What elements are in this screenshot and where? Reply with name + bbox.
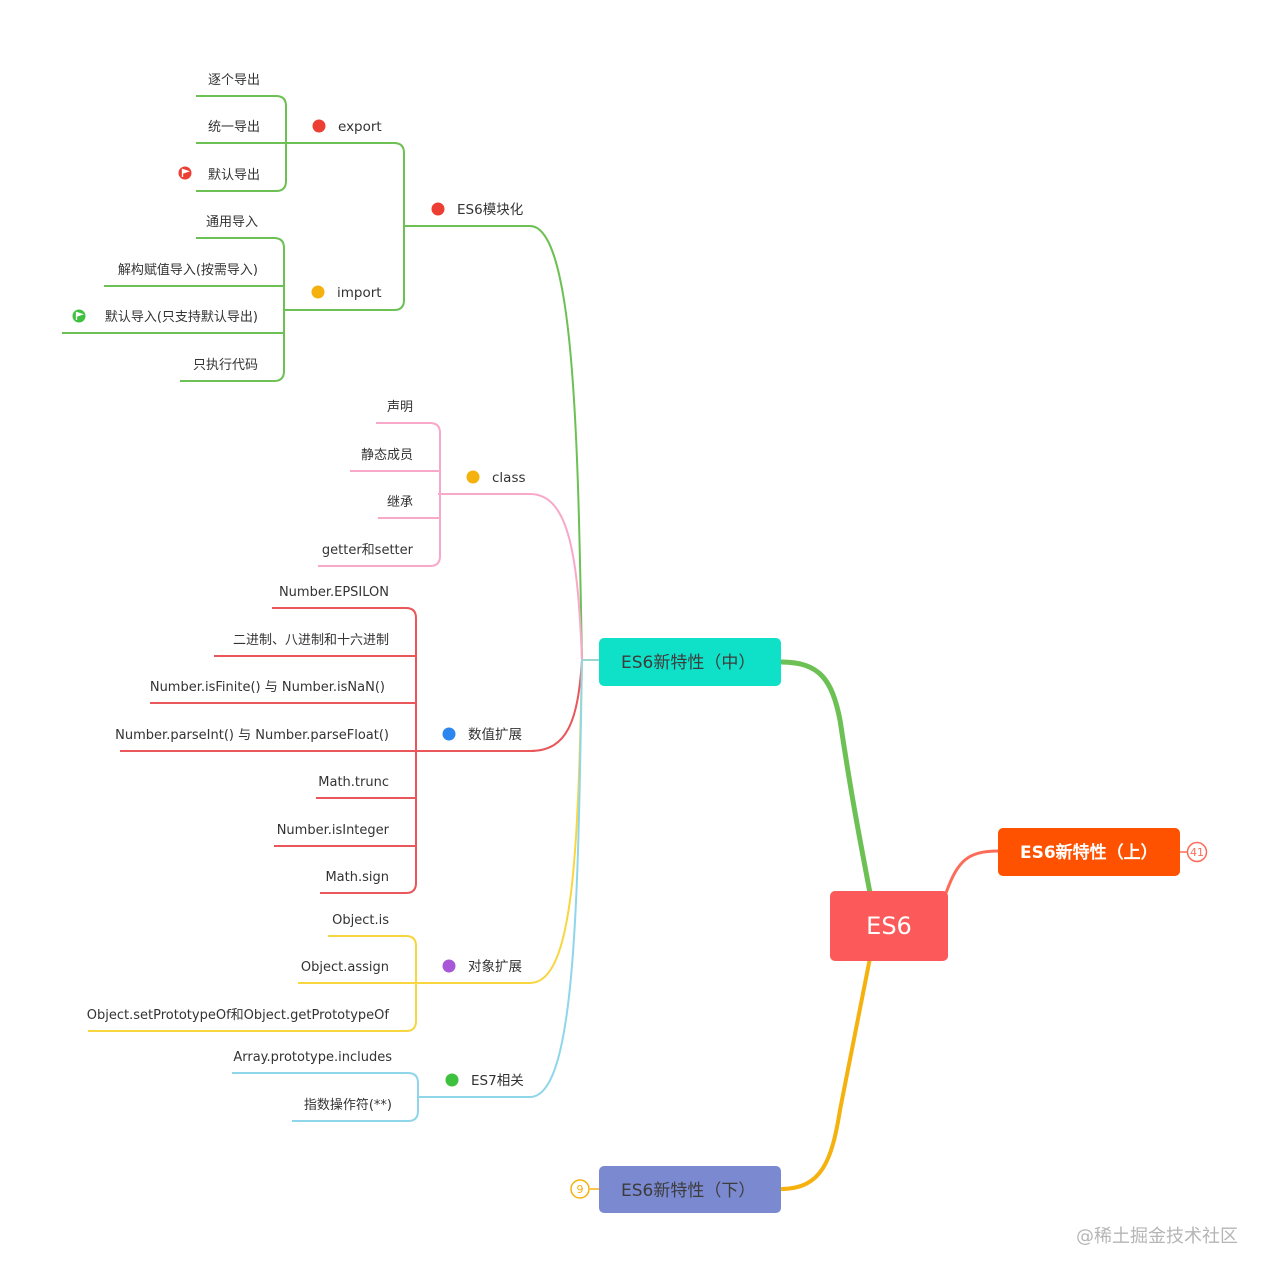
leaf-import-1[interactable]: 通用导入 <box>206 215 258 230</box>
root-node[interactable]: ES6 <box>830 891 948 961</box>
branch-number[interactable]: 数值扩展 <box>442 727 523 743</box>
leaf-object-1[interactable]: Object.is <box>332 913 389 928</box>
connector-middle-es7 <box>418 659 583 1098</box>
leaf-export-3[interactable]: 默认导出 <box>208 167 260 183</box>
connector-es7-group <box>232 1072 419 1122</box>
priority-dot-icon <box>466 470 480 484</box>
leaf-number-6[interactable]: Number.isInteger <box>277 823 390 838</box>
priority-dot-icon <box>312 119 326 133</box>
connector-import-group <box>180 237 285 382</box>
node-es6-middle[interactable]: ES6新特性（中） <box>599 638 781 686</box>
connector-middle-class <box>438 493 583 661</box>
leaf-number-7[interactable]: Math.sign <box>325 870 389 885</box>
branch-class[interactable]: class <box>466 470 526 486</box>
branch-es7-label: ES7相关 <box>471 1073 524 1089</box>
leaf-import-3[interactable]: 默认导入(只支持默认导出) <box>105 309 258 325</box>
leaf-object-3[interactable]: Object.setPrototypeOf和Object.getPrototyp… <box>87 1008 390 1023</box>
branch-es7[interactable]: ES7相关 <box>445 1073 524 1089</box>
node-es6-bottom-label: ES6新特性（下） <box>621 1181 755 1201</box>
node-es6-top-label: ES6新特性（上） <box>1020 842 1158 863</box>
leaf-class-2[interactable]: 静态成员 <box>361 448 413 463</box>
collapse-badge-bottom-count: 9 <box>577 1183 584 1196</box>
branch-import-label: import <box>337 285 382 301</box>
collapse-badge-bottom[interactable]: 9 <box>570 1179 590 1199</box>
red-flag-icon <box>178 166 192 180</box>
connector-middle-object <box>414 659 583 984</box>
branch-import[interactable]: import <box>311 285 382 301</box>
leaf-object-2[interactable]: Object.assign <box>301 960 389 975</box>
leaf-import-4[interactable]: 只执行代码 <box>193 358 258 373</box>
node-es6-bottom[interactable]: ES6新特性（下） <box>599 1166 781 1213</box>
branch-object-label: 对象扩展 <box>468 959 522 975</box>
priority-dot-icon <box>311 285 325 299</box>
leaf-number-1[interactable]: Number.EPSILON <box>279 585 389 600</box>
connector-middle-module <box>404 225 583 661</box>
node-es6-middle-label: ES6新特性（中） <box>621 653 755 673</box>
connector-es6-top <box>944 849 1000 894</box>
connector-module-import <box>284 226 405 311</box>
connector-es6-bottom <box>780 957 872 1191</box>
priority-dot-icon <box>442 727 456 741</box>
branch-number-label: 数值扩展 <box>468 727 522 743</box>
leaf-import-2[interactable]: 解构赋值导入(按需导入) <box>118 262 258 278</box>
branch-object[interactable]: 对象扩展 <box>442 959 523 975</box>
leaf-class-1[interactable]: 声明 <box>387 400 413 415</box>
collapse-badge-top-count: 41 <box>1190 846 1204 859</box>
green-flag-icon <box>72 309 86 323</box>
leaf-class-4[interactable]: getter和setter <box>322 543 414 558</box>
branch-module[interactable]: ES6模块化 <box>431 202 524 218</box>
branch-module-label: ES6模块化 <box>457 202 523 218</box>
priority-dot-icon <box>442 959 456 973</box>
leaf-es7-2[interactable]: 指数操作符(**) <box>304 1097 392 1113</box>
connector-module-export <box>286 142 405 226</box>
leaf-number-2[interactable]: 二进制、八进制和十六进制 <box>233 633 389 648</box>
connector-es6-middle <box>780 659 873 894</box>
leaf-number-4[interactable]: Number.parseInt() 与 Number.parseFloat() <box>115 728 389 743</box>
leaf-export-1[interactable]: 逐个导出 <box>208 73 260 88</box>
node-es6-top[interactable]: ES6新特性（上） <box>998 828 1180 876</box>
leaf-number-3[interactable]: Number.isFinite() 与 Number.isNaN() <box>150 680 385 695</box>
root-label: ES6 <box>866 912 912 940</box>
branch-class-label: class <box>492 470 526 486</box>
watermark: @稀土掘金技术社区 <box>1076 1226 1238 1247</box>
leaf-class-3[interactable]: 继承 <box>387 495 413 510</box>
branch-export[interactable]: export <box>312 119 382 135</box>
leaf-es7-1[interactable]: Array.prototype.includes <box>233 1050 392 1065</box>
priority-dot-icon <box>431 202 445 216</box>
collapse-badge-top[interactable]: 41 <box>1186 841 1208 863</box>
branch-export-label: export <box>338 119 382 135</box>
priority-dot-icon <box>445 1073 459 1087</box>
connector-class-group <box>318 422 441 567</box>
leaf-number-5[interactable]: Math.trunc <box>318 775 389 790</box>
leaf-export-2[interactable]: 统一导出 <box>208 120 260 135</box>
connector-middle-number <box>414 659 583 752</box>
